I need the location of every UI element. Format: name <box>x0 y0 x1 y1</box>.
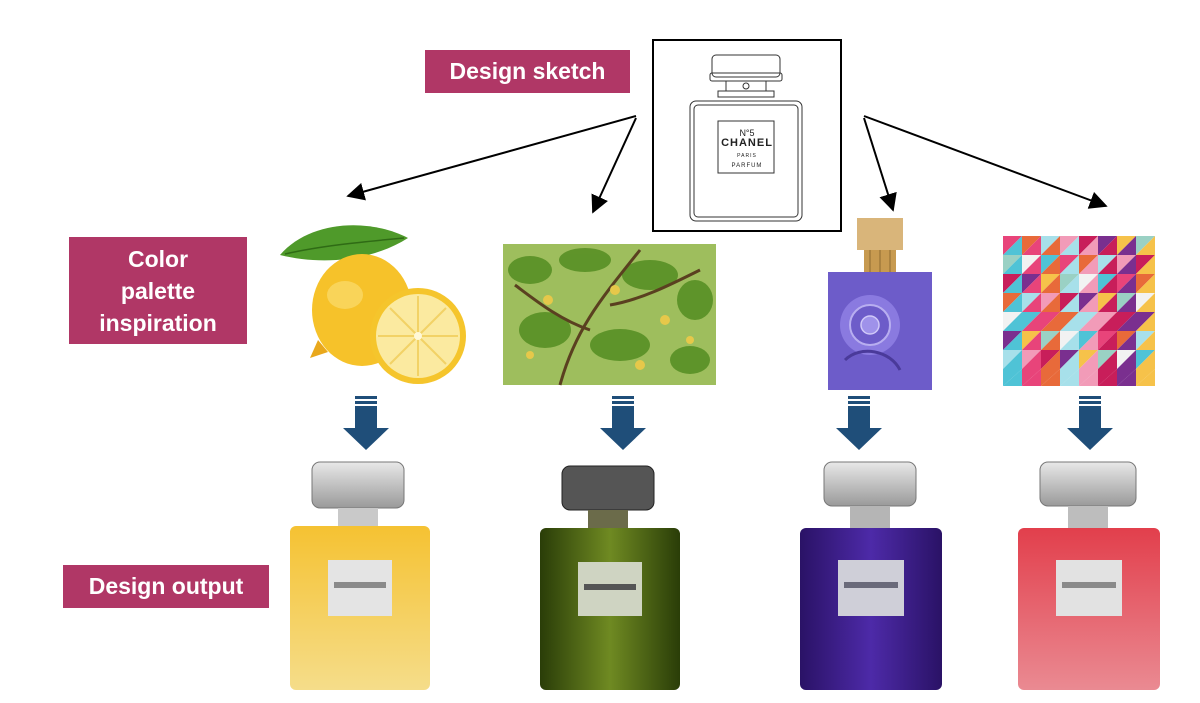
pattern-triangle <box>1060 350 1079 369</box>
pattern-triangle <box>1117 312 1136 331</box>
design-sketch-frame: N°5 CHANEL PARIS PARFUM <box>652 39 842 232</box>
pattern-triangle <box>1003 293 1022 312</box>
pattern-triangle <box>1041 350 1060 369</box>
pattern-triangle <box>1003 236 1022 255</box>
output-bottle-yellow <box>290 461 430 690</box>
pattern-triangle <box>1136 350 1155 369</box>
design-sketch-label-text: Design sketch <box>449 58 606 84</box>
pattern-triangle <box>1003 312 1022 331</box>
pattern-triangle <box>1136 312 1155 331</box>
pattern-triangle <box>1079 331 1098 350</box>
down-arrow-icon <box>343 396 389 450</box>
design-sketch-label: Design sketch <box>425 50 630 93</box>
pattern-triangle <box>1117 369 1136 386</box>
pattern-triangle <box>1022 369 1041 386</box>
pattern-triangle <box>1041 331 1060 350</box>
pattern-triangle <box>1060 274 1079 293</box>
pattern-triangle <box>1079 255 1098 274</box>
sketch-city: PARIS <box>737 153 757 159</box>
design-output-label: Design output <box>63 565 269 608</box>
down-arrow-icon <box>836 396 882 450</box>
pattern-triangle <box>1003 369 1022 386</box>
pattern-triangle <box>1003 274 1022 293</box>
output-bottle-green <box>540 465 680 690</box>
pattern-triangle <box>1098 236 1117 255</box>
pattern-triangle <box>1079 236 1098 255</box>
lemon-image <box>280 225 466 384</box>
pattern-triangle <box>1098 369 1117 386</box>
pattern-triangle <box>1041 255 1060 274</box>
pattern-triangle <box>1098 331 1117 350</box>
pattern-triangle <box>1117 331 1136 350</box>
pattern-triangle <box>1136 331 1155 350</box>
palette-label-line-2: palette <box>120 277 196 304</box>
pattern-triangle <box>1003 331 1022 350</box>
sketch-brand: CHANEL <box>721 137 773 149</box>
pattern-triangle <box>1041 293 1060 312</box>
pattern-triangle <box>1060 312 1079 331</box>
pattern-triangle <box>1003 350 1022 369</box>
pattern-triangle <box>1060 369 1079 386</box>
sketch-to-inspiration-arrows <box>346 115 1108 214</box>
output-bottle-purple <box>800 461 942 690</box>
pattern-triangle <box>1098 312 1117 331</box>
pattern-triangle <box>1079 274 1098 293</box>
pattern-triangle <box>1098 274 1117 293</box>
pattern-triangle <box>1022 312 1041 331</box>
arrow-to-perfume <box>863 117 897 212</box>
pattern-triangle <box>1136 236 1155 255</box>
pattern-triangle <box>1079 293 1098 312</box>
pattern-triangle <box>1022 274 1041 293</box>
pattern-triangle <box>1041 369 1060 386</box>
purple-rose-perfume-image <box>828 218 932 390</box>
sketch-number: N°5 <box>739 128 755 138</box>
pattern-triangle <box>1136 255 1155 274</box>
pattern-triangle <box>1136 369 1155 386</box>
lemon-tree-image <box>503 244 716 386</box>
output-bottle-red <box>1018 461 1160 690</box>
pattern-triangle <box>1022 255 1041 274</box>
pattern-triangle <box>1136 274 1155 293</box>
perfume-bottle-sketch <box>689 54 803 222</box>
pattern-triangle <box>1136 293 1155 312</box>
down-arrow-icon <box>600 396 646 450</box>
pattern-triangle <box>1117 350 1136 369</box>
arrow-to-pattern <box>863 115 1108 209</box>
pattern-triangle <box>1041 274 1060 293</box>
pattern-triangle <box>1022 236 1041 255</box>
pattern-triangle <box>1041 312 1060 331</box>
pattern-triangle <box>1060 293 1079 312</box>
sketch-type: PARFUM <box>731 163 763 169</box>
palette-label-line-3: inspiration <box>99 309 217 336</box>
pattern-triangle <box>1079 369 1098 386</box>
geometric-triangle-pattern-image <box>1003 236 1155 386</box>
pattern-triangle <box>1079 312 1098 331</box>
pattern-triangle <box>1117 293 1136 312</box>
down-arrows <box>343 396 1113 450</box>
pattern-triangle <box>1098 350 1117 369</box>
pattern-triangle <box>1098 255 1117 274</box>
arrow-to-tree <box>591 117 637 214</box>
pattern-triangle <box>1117 236 1136 255</box>
pattern-triangle <box>1022 350 1041 369</box>
pattern-triangle <box>1060 331 1079 350</box>
pattern-triangle <box>1022 331 1041 350</box>
pattern-triangle <box>1022 293 1041 312</box>
pattern-triangle <box>1060 255 1079 274</box>
arrow-to-lemon <box>346 115 637 201</box>
pattern-triangle <box>1041 236 1060 255</box>
down-arrow-icon <box>1067 396 1113 450</box>
color-palette-inspiration-label: Color palette inspiration <box>69 237 247 344</box>
palette-label-line-1: Color <box>127 245 189 272</box>
pattern-triangle <box>1117 274 1136 293</box>
pattern-triangle <box>1003 255 1022 274</box>
pattern-triangle <box>1117 255 1136 274</box>
design-output-label-text: Design output <box>88 573 244 599</box>
pattern-triangle <box>1098 293 1117 312</box>
pattern-triangle <box>1060 236 1079 255</box>
pattern-triangle <box>1079 350 1098 369</box>
